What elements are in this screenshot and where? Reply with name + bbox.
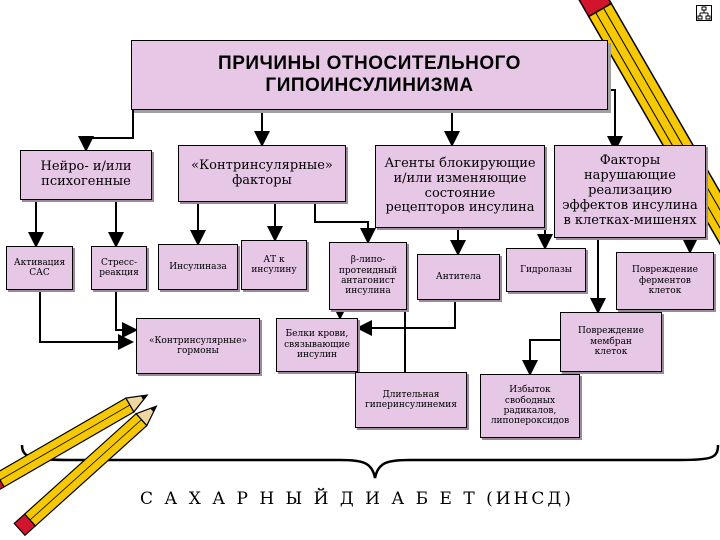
node-at-insulin: АТ к инсулину xyxy=(241,240,307,290)
network-icon[interactable] xyxy=(696,5,712,21)
arrow-antibodies-proteins xyxy=(356,300,456,336)
node-effect-factors: Факторы нарушающие реализацию эффектов и… xyxy=(554,145,706,238)
node-receptor-agents: Агенты блокирующие и/или изменяющие сост… xyxy=(375,145,545,228)
diagram-title: ПРИЧИНЫ ОТНОСИТЕЛЬНОГО ГИПОИНСУЛИНИЗМА xyxy=(131,40,608,110)
pencil-icon xyxy=(0,394,149,495)
node-membrane-damage: Повреждение мембран клеток xyxy=(560,312,662,372)
pencil-icon xyxy=(13,405,158,537)
node-blood-proteins: Белки крови, связывающие инсулин xyxy=(276,318,358,372)
arrow-title-neuro xyxy=(78,110,134,152)
result-brace xyxy=(20,444,720,479)
node-stress-reaction: Стресс- реакция xyxy=(91,246,147,290)
result-label: С А Х А Р Н Ы Й Д И А Б Е Т (ИНСД) xyxy=(140,489,574,509)
node-contra-hormones: «Контринсулярные» гормоны xyxy=(136,318,260,374)
node-sas-activation: Активация САС xyxy=(6,246,73,290)
node-free-radicals: Избыток свободных радикалов, липоперокси… xyxy=(480,374,580,438)
arrow-stress-hormones xyxy=(115,290,138,338)
node-hyperinsulinemia: Длительная гиперинсулинемия xyxy=(355,372,467,428)
arrow-activation-hormones xyxy=(39,290,134,350)
arrow-contra-beta xyxy=(314,202,376,244)
node-contra-factors: «Контринсулярные» факторы xyxy=(178,145,346,202)
node-enzyme-damage: Повреждение ферментов клеток xyxy=(616,252,714,310)
pencil-icon xyxy=(576,0,720,278)
node-hydrolases: Гидролазы xyxy=(506,248,586,292)
node-beta-lipoprotein: β-липо- протеидный антагонист инсулина xyxy=(329,242,407,310)
arrow-membranes-radicals xyxy=(522,339,560,376)
node-neuro: Нейро- и/или психогенные xyxy=(20,150,152,200)
node-antibodies: Антитела xyxy=(417,254,500,300)
node-insulinase: Инсулиназа xyxy=(158,244,238,290)
